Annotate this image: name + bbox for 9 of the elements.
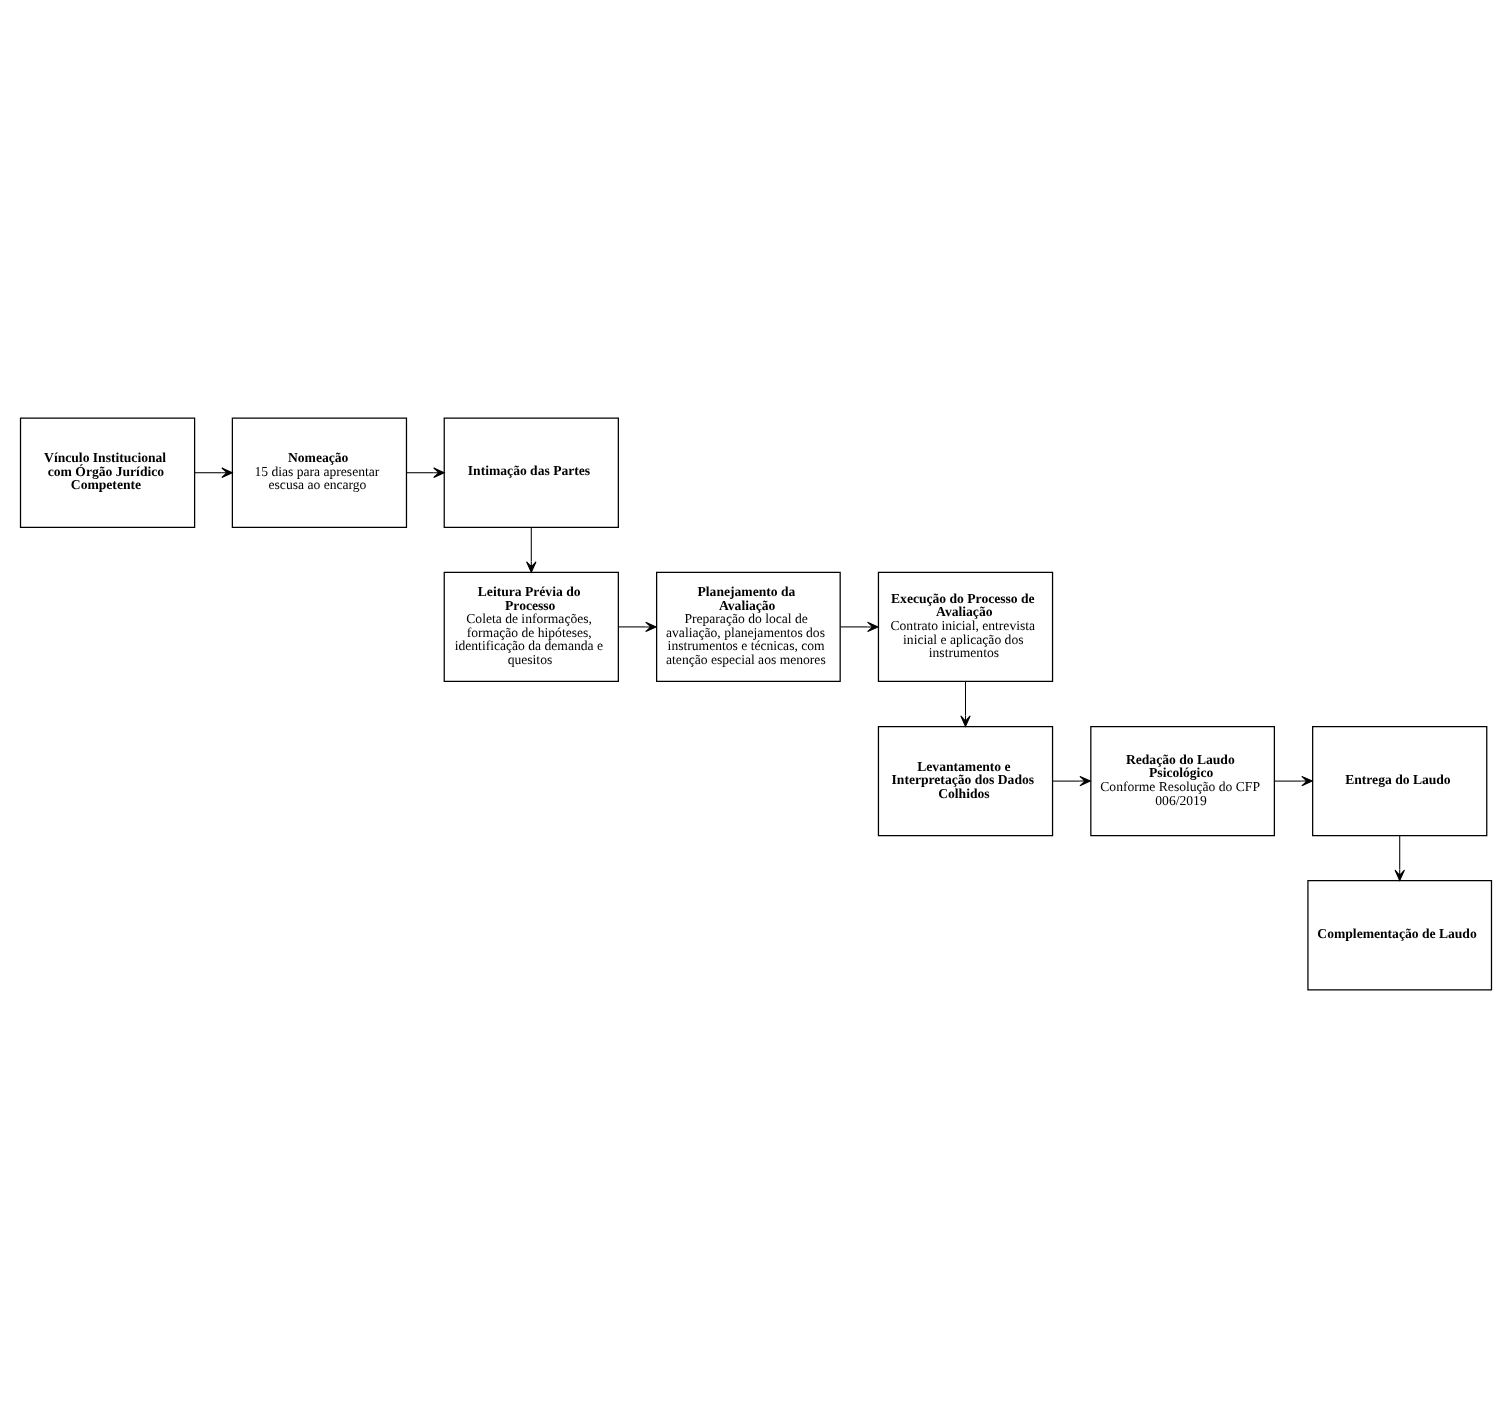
arrow [618, 621, 657, 633]
arrow [406, 467, 445, 478]
arrow [194, 467, 233, 478]
arrow [1052, 775, 1091, 787]
arrow [839, 621, 879, 633]
arrow [960, 681, 971, 727]
arrow [1394, 835, 1405, 882]
arrow [1274, 775, 1313, 787]
arrow [526, 526, 537, 573]
